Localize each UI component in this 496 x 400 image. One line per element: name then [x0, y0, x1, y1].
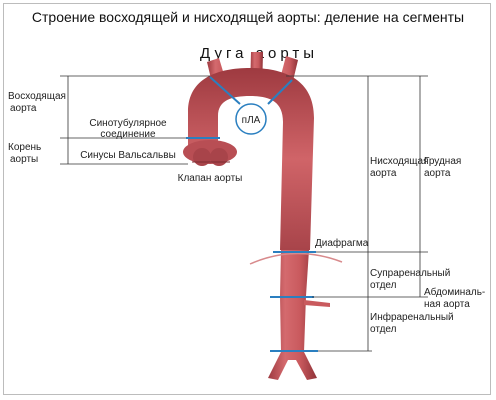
- left-bracket: [60, 75, 210, 165]
- pulmonary-artery-circle: [235, 103, 267, 135]
- descending-label-1: Нисходящая: [370, 156, 429, 167]
- sinuses-label: Синусы Вальсальвы: [80, 150, 176, 161]
- diagram-title: Строение восходящей и нисходящей аорты: …: [32, 9, 464, 25]
- root-label-1: Корень: [8, 142, 41, 153]
- infrarenal-label-2: отдел: [370, 324, 397, 335]
- stj-label-2: соединение: [100, 129, 156, 140]
- aortic-arch: [188, 68, 314, 250]
- root-label-2: аорты: [10, 154, 38, 165]
- stj-label-1: Синотубулярное: [89, 117, 167, 129]
- renal-branch: [304, 300, 330, 307]
- thoracic-label-2: аорта: [424, 168, 451, 179]
- ascending-label-2: аорта: [10, 103, 37, 114]
- descending-label-2: аорта: [370, 168, 397, 179]
- thoracic-label-1: Грудная: [424, 156, 461, 167]
- ascending-label-1: Восходящая: [8, 91, 66, 102]
- right-bracket: [286, 75, 428, 352]
- marker-arch-left: [209, 76, 241, 105]
- infrarenal-label-1: Инфраренальный: [370, 311, 454, 323]
- abdominal-label-2: ная аорта: [424, 299, 470, 310]
- diaphragm-label: Диафрагма: [315, 237, 369, 249]
- valve-label: Клапан аорты: [178, 173, 243, 184]
- sinus-right: [210, 148, 228, 166]
- descending-aorta: [268, 250, 317, 380]
- marker-arch-right: [267, 79, 293, 105]
- abdominal-label-1: Абдоминаль-: [424, 286, 485, 298]
- sinus-left: [193, 148, 211, 166]
- pla-label: пЛА: [242, 115, 261, 126]
- suprarenal-label-2: отдел: [370, 280, 397, 291]
- diaphragm-curve: [249, 252, 343, 265]
- suprarenal-label-1: Супраренальный: [370, 268, 450, 279]
